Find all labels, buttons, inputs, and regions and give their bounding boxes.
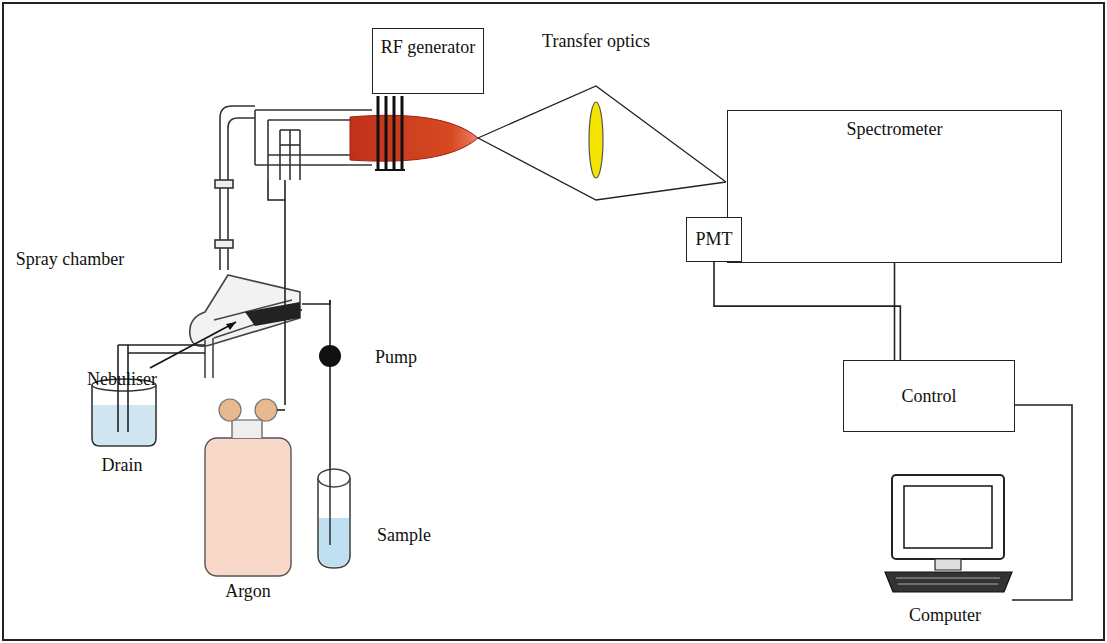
computer-icon bbox=[885, 475, 1012, 592]
part-label: Sample bbox=[377, 526, 431, 546]
gas-lines bbox=[268, 180, 330, 468]
argon-cylinder bbox=[205, 399, 291, 576]
optics-label: Transfer optics bbox=[542, 32, 650, 52]
nebuliser bbox=[245, 302, 300, 326]
box-text: Spectrometer bbox=[843, 117, 947, 142]
part-label: Spray chamber bbox=[16, 250, 124, 270]
box-text: Control bbox=[897, 384, 960, 409]
torch bbox=[215, 106, 372, 270]
part-label: Drain bbox=[102, 456, 143, 476]
data-cable bbox=[1012, 405, 1072, 600]
drain-beaker bbox=[92, 345, 205, 446]
box-text: PMT bbox=[691, 227, 736, 252]
pump bbox=[319, 345, 341, 367]
signal-wire bbox=[894, 263, 896, 360]
part-label: Pump bbox=[375, 348, 417, 368]
plasma bbox=[350, 115, 478, 161]
sample-tube bbox=[318, 468, 350, 568]
lens bbox=[589, 102, 603, 178]
arrowhead bbox=[226, 322, 236, 330]
spectrometer-box: Spectrometer bbox=[727, 110, 1062, 263]
box-text: RF generator bbox=[377, 35, 479, 60]
part-label: Argon bbox=[225, 582, 271, 602]
rf-coil bbox=[375, 96, 405, 170]
signal-wire bbox=[714, 262, 900, 360]
optical-beam bbox=[478, 86, 726, 200]
control-box: Control bbox=[843, 360, 1015, 432]
part-label: Computer bbox=[909, 606, 981, 626]
generator-box: RF generator bbox=[372, 28, 484, 94]
part-label: Nebuliser bbox=[87, 370, 157, 390]
detector-box: PMT bbox=[686, 217, 741, 262]
spray-chamber bbox=[190, 275, 300, 378]
